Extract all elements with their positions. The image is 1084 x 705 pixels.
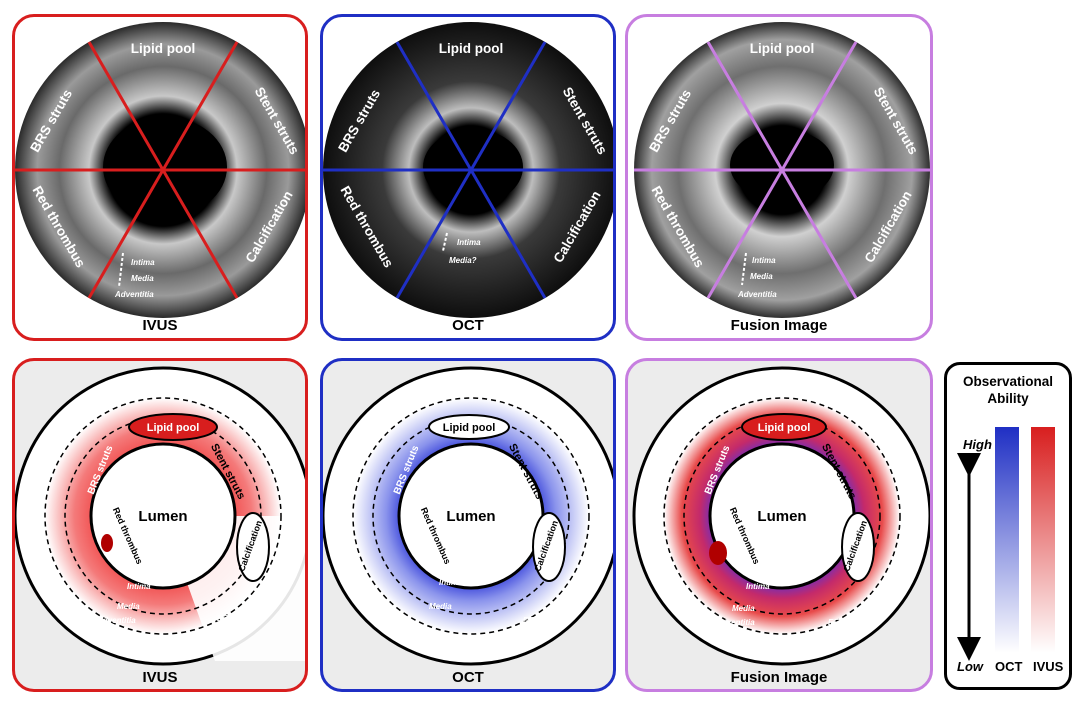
ivus-schematic-svg: Lumen Lipid pool Stent struts BRS struts… [15,366,305,666]
adventitia-label: Adventitia [715,618,755,627]
lipid-pool-shape [428,414,510,440]
intima-label: Intima [127,582,151,591]
oct-schematic-svg: Lumen Lipid pool Stent struts BRS struts… [323,366,613,666]
layer-media: Media? [449,256,477,265]
eem-label: EEM [217,614,235,623]
legend-title-line1: Observational [962,374,1054,389]
legend-high-label: High [963,437,992,452]
oct-schematic-panel: Lumen Lipid pool Stent struts BRS struts… [320,358,616,692]
lumen-circle [89,442,237,590]
sector-lines [15,41,305,299]
oct-image-panel: Lipid pool Stent struts Calcification Re… [320,14,616,341]
lipid-pool-shape [741,413,827,441]
calcification-shape [236,512,270,582]
lumen-label: Lumen [138,508,187,525]
legend-bar-label-oct: OCT [995,659,1023,674]
lumen-label: Lumen [757,508,806,525]
sector-lipid-pool: Lipid pool [750,41,814,56]
layer-intima: Intima [131,258,155,267]
layer-intima: Intima [457,238,481,247]
oct-image-svg: Lipid pool Stent struts Calcification Re… [323,22,613,318]
layer-intima: Intima [752,256,776,265]
media-label: Media [732,604,755,613]
lipid-pool-shape [128,413,218,441]
sector-lines [323,41,613,299]
legend-bar-label-ivus: IVUS [1033,659,1064,674]
intima-label: Intima [439,578,463,587]
panel-caption: Fusion Image [730,317,828,334]
legend-bar-ivus [1031,427,1055,653]
fusion-schematic-panel: Lumen Lipid pool Stent struts BRS struts… [625,358,933,692]
ivus-image-panel: Lipid pool Stent struts Calcification Re… [12,14,308,341]
panel-caption: Fusion Image [730,669,828,686]
lumen-label: Lumen [446,508,495,525]
observational-ability-legend: Observational Ability High Low OCT IVUS [944,362,1072,690]
calcification-shape [532,512,566,582]
panel-caption: OCT [452,317,484,334]
eem-label: EEM [828,618,846,627]
legend-graphics [957,427,1055,661]
layer-adventitia: Adventitia [114,290,154,299]
lipid-pool-label: Lipid pool [758,422,811,434]
panel-caption: OCT [452,669,484,686]
intima-label: Intima [746,582,770,591]
layer-media: Media [750,272,773,281]
fusion-image-panel: Lipid pool Stent struts Calcification Re… [625,14,933,341]
legend-title-line2: Ability [987,391,1029,406]
media-label: Media [117,602,140,611]
sector-lines [634,41,930,299]
sector-lipid-pool: Lipid pool [439,41,503,56]
legend-low-label: Low [957,659,983,674]
layer-adventitia: Adventitia [737,290,777,299]
legend-title: Observational Ability [947,373,1069,407]
lipid-pool-label: Lipid pool [443,422,496,434]
media-label: Media [429,602,452,611]
ivus-schematic-panel: Lumen Lipid pool Stent struts BRS struts… [12,358,308,692]
eem-label: EEM [523,616,541,625]
ivus-image-svg: Lipid pool Stent struts Calcification Re… [15,22,305,318]
adventitia-label: Adventitia [96,616,136,625]
sector-lipid-pool: Lipid pool [131,41,195,56]
legend-bar-oct [995,427,1019,653]
panel-caption: IVUS [142,669,178,686]
fusion-image-svg: Lipid pool Stent struts Calcification Re… [634,22,930,318]
panel-caption: IVUS [142,317,178,334]
calcification-shape [841,512,875,582]
fusion-schematic-svg: Lumen Lipid pool Stent struts BRS struts… [632,366,930,666]
lipid-pool-label: Lipid pool [147,422,200,434]
layer-media: Media [131,274,154,283]
